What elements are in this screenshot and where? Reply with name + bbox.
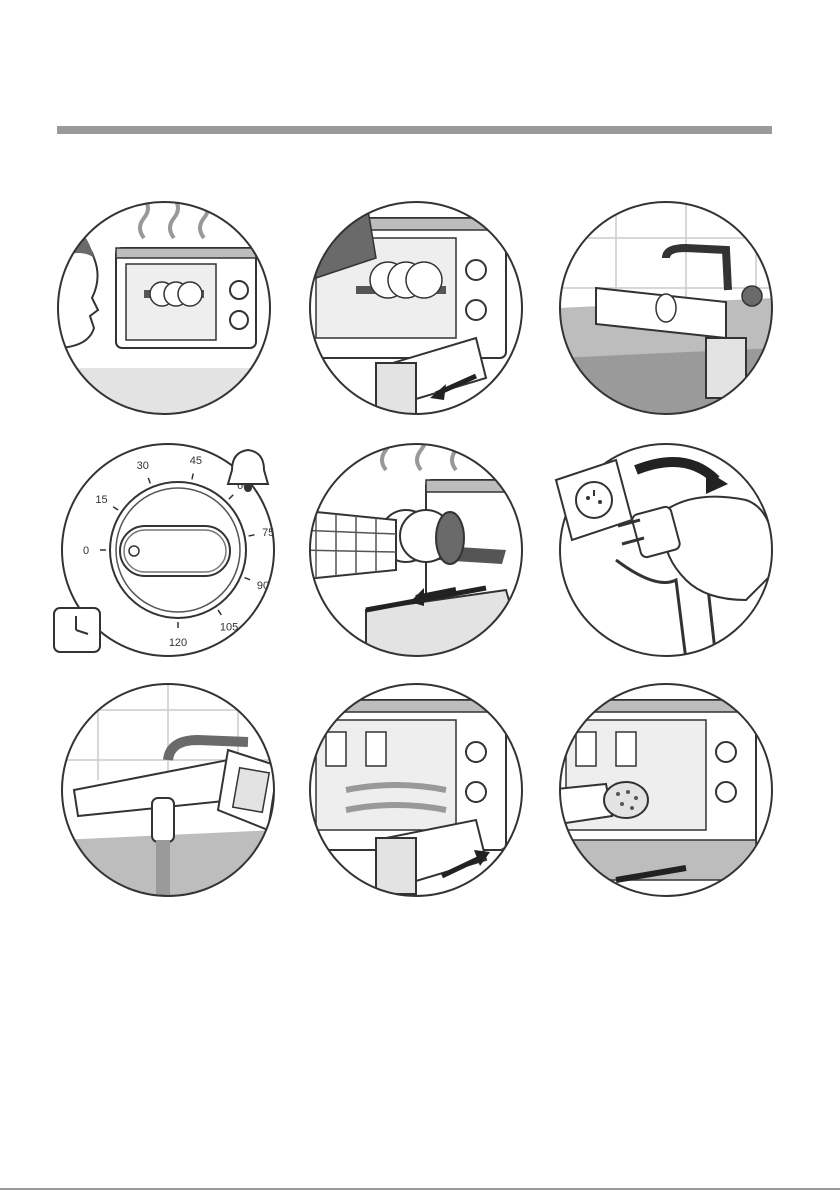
timer-label-30: 30	[137, 460, 149, 472]
timer-label-90: 90	[257, 580, 269, 592]
footer-rule	[0, 1188, 840, 1190]
oven-tray-insert-icon	[306, 680, 526, 900]
rinse-tray-icon	[58, 680, 278, 900]
clock-icon	[54, 608, 100, 652]
panel-insert-tray	[306, 680, 526, 900]
timer-label-120: 120	[169, 637, 187, 649]
panel-remove-rack	[306, 440, 526, 660]
timer-label-105: 105	[220, 622, 238, 634]
panel-smell-smoke	[54, 198, 274, 418]
sponge-cleaning-icon	[556, 680, 776, 900]
wall-socket-icon	[556, 460, 632, 540]
header-rule	[57, 126, 772, 134]
panel-wipe-oven	[556, 680, 776, 900]
unplug-icon	[556, 440, 776, 660]
oven-tray-removal-icon	[306, 198, 526, 418]
oven-mitt-rack-icon	[306, 440, 526, 660]
timer-label-45: 45	[190, 455, 202, 467]
panel-clean-tray-tap	[556, 198, 776, 418]
timer-label-15: 15	[95, 494, 107, 506]
timer-label-75: 75	[262, 527, 274, 539]
panel-remove-tray	[306, 198, 526, 418]
panel-unplug	[556, 440, 776, 660]
panel-rinse-tray	[58, 680, 278, 900]
tray-under-tap-icon	[556, 198, 776, 418]
timer-label-0: 0	[83, 545, 89, 557]
face-smelling-oven-icon	[54, 198, 274, 418]
